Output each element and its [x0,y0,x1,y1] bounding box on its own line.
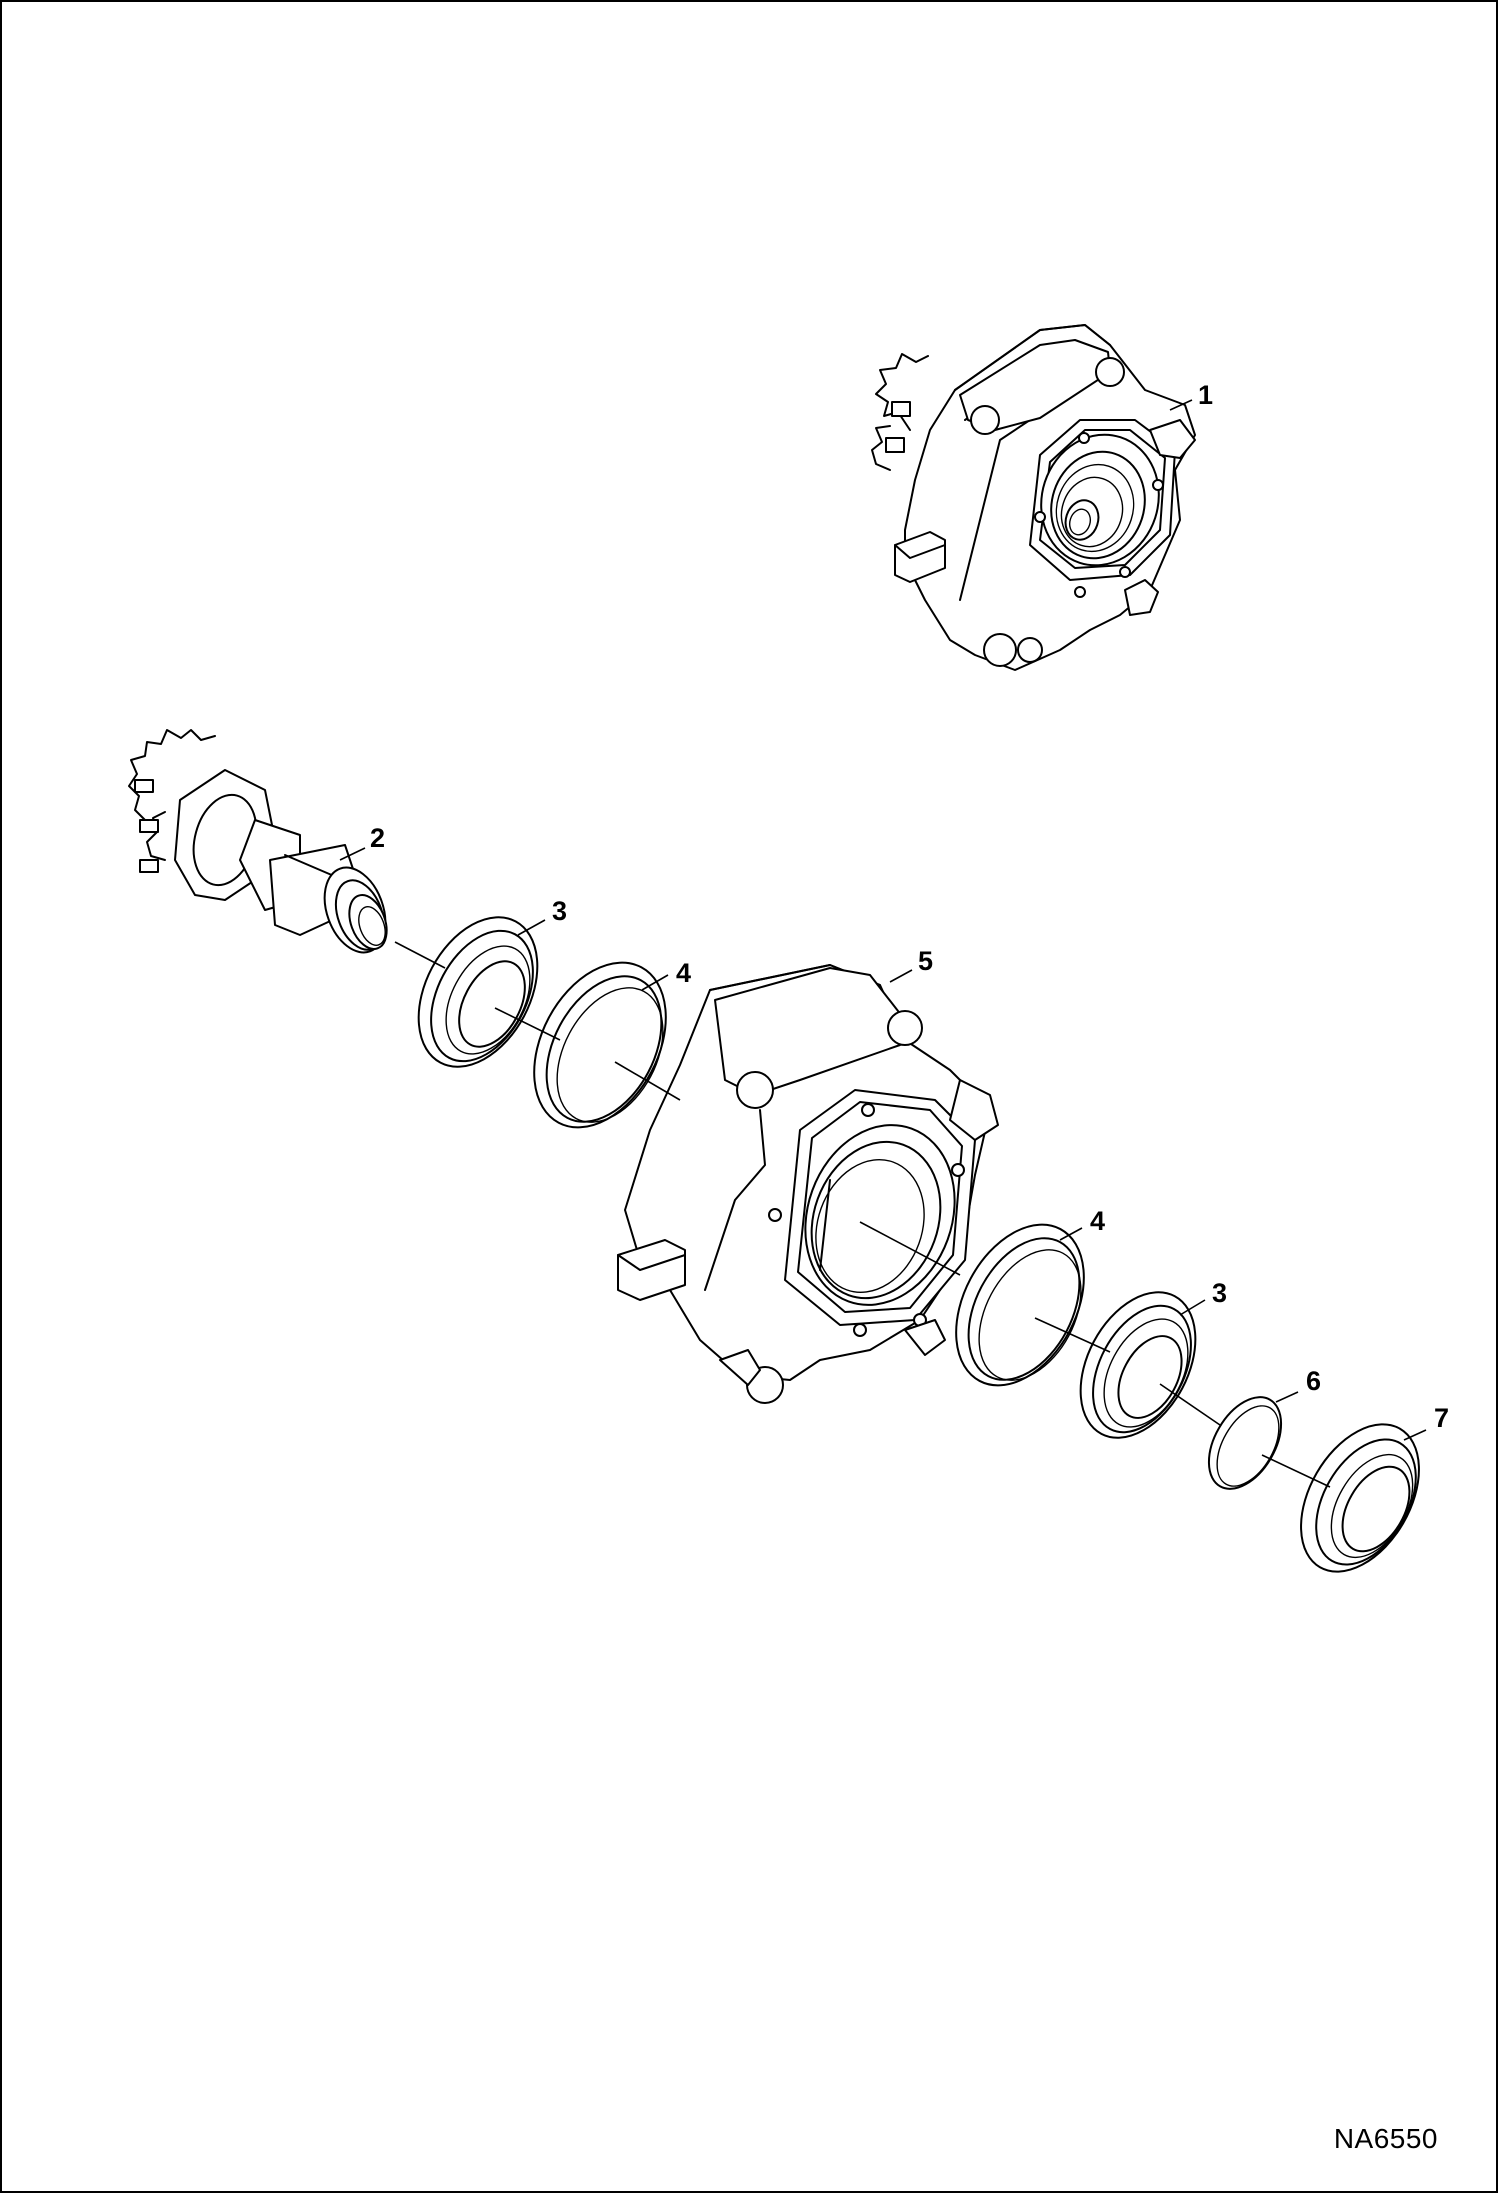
callout-3-lower: 3 [1212,1278,1228,1308]
part-2-sprocket-shaft [128,729,388,954]
callout-4-lower: 4 [1090,1206,1106,1236]
callout-2: 2 [370,823,386,853]
callout-leaders [339,399,1427,1441]
callout-5: 5 [918,946,934,976]
callout-3-upper: 3 [552,896,568,926]
figure-id-label: NA6550 [1333,2123,1438,2154]
callout-4-upper: 4 [676,958,692,988]
part-1-sprocket-teeth [871,353,929,471]
part-3-bearing-upper [417,916,539,1068]
callout-6: 6 [1306,1366,1322,1396]
callout-7: 7 [1434,1403,1450,1433]
part-1-housing-assembly [871,324,1196,671]
part-4-bearing-cup-upper [533,961,667,1129]
part-6-snap-ring [1207,1396,1283,1490]
callout-1: 1 [1198,380,1214,410]
part-3-bearing-lower [1079,1291,1197,1439]
part-5-housing [617,964,999,1404]
assembly-axis-lines [394,941,1331,1488]
part-7-seal [1300,1423,1420,1573]
